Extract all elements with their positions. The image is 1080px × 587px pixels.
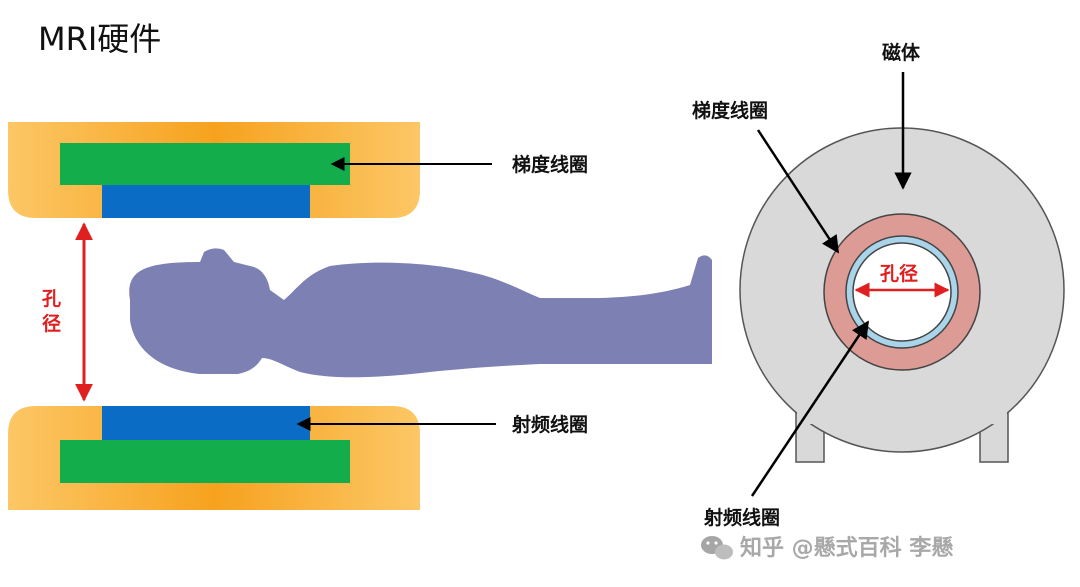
front-bore — [852, 242, 952, 342]
page-title: MRI硬件 — [38, 20, 161, 58]
upper-gradient-coil — [60, 143, 350, 185]
patient-body-silhouette — [129, 248, 712, 378]
side-rf-coil-label: 射频线圈 — [511, 413, 588, 436]
magnet-right-leg-joint — [981, 404, 1007, 424]
front-view: 孔径 磁体 梯度线圈 射频线圈 — [692, 41, 1065, 529]
front-gradient-pointer — [756, 129, 840, 254]
wechat-icon — [701, 536, 733, 560]
front-rf-coil-label: 射频线圈 — [703, 506, 780, 529]
lower-gradient-coil — [60, 440, 350, 483]
side-gradient-coil-label: 梯度线圈 — [512, 153, 588, 176]
bore-label-line2: 径 — [42, 313, 61, 335]
front-rf-pointer — [750, 320, 870, 497]
watermark: 知乎 @懸式百科 李懸 — [701, 535, 953, 561]
front-gradient-coil-label: 梯度线圈 — [692, 99, 768, 122]
lower-rf-coil — [102, 406, 310, 440]
watermark-text: 知乎 @懸式百科 李懸 — [740, 535, 953, 561]
bore-label-line1: 孔 — [42, 288, 61, 310]
side-view: 孔 径 梯度线圈 射频线圈 — [8, 122, 712, 510]
upper-rf-coil — [102, 185, 310, 218]
front-bore-label: 孔径 — [880, 263, 918, 285]
front-magnet-label: 磁体 — [882, 41, 921, 64]
